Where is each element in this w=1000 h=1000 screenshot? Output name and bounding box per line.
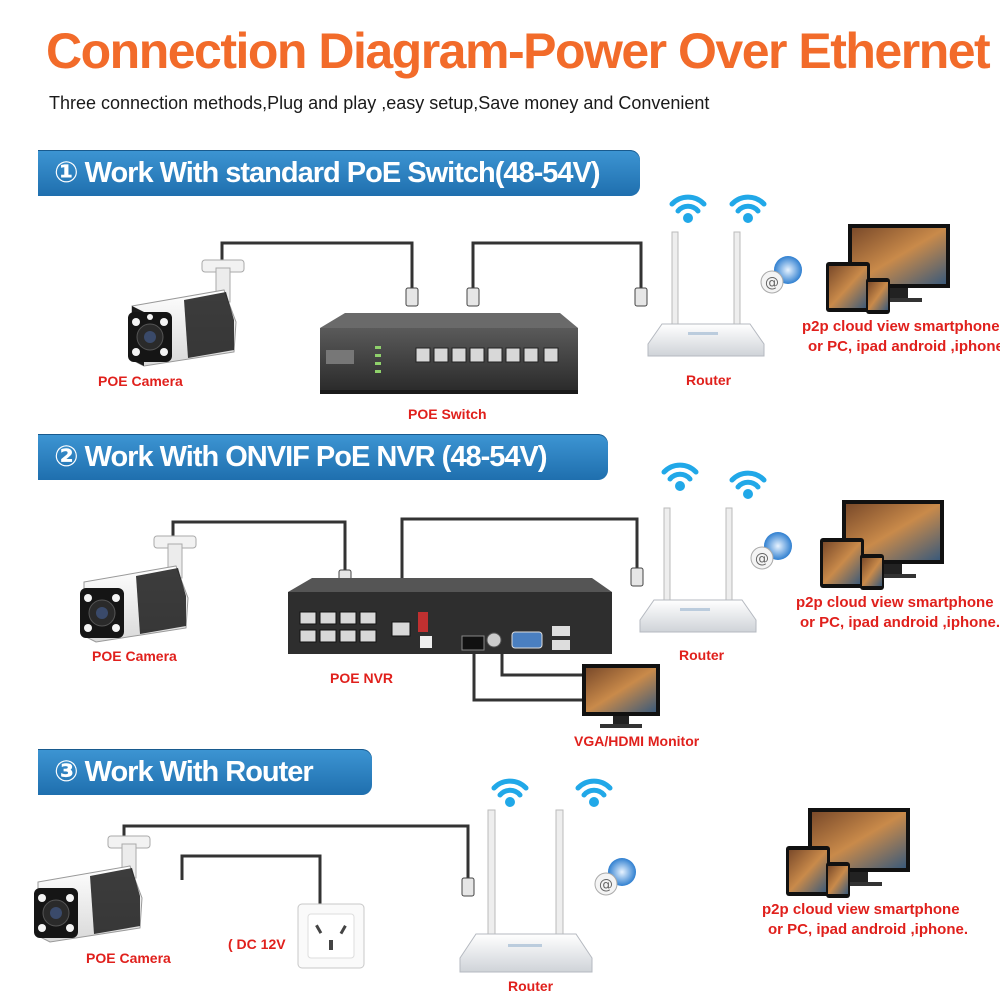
svg-text:@: @ (765, 275, 779, 291)
cloud-line-2: or PC, ipad android ,iphone. (796, 613, 1000, 633)
cloud-line-2: or PC, ipad android ,iphone. (762, 920, 968, 940)
router-icon (460, 810, 592, 972)
router-label: Router (686, 372, 731, 388)
cloud-view-text: p2p cloud view smartphone or PC, ipad an… (762, 900, 968, 940)
viewing-devices (786, 808, 910, 898)
camera-icon (80, 536, 196, 642)
switch-label: POE Switch (408, 406, 487, 422)
camera-label: POE Camera (92, 648, 177, 664)
camera-label: POE Camera (86, 950, 171, 966)
router-icon (640, 508, 756, 632)
viewing-devices (820, 500, 944, 590)
camera-label: POE Camera (98, 373, 183, 389)
power-label: ( DC 12V (228, 936, 286, 952)
viewing-devices (826, 224, 950, 314)
cloud-line-1: p2p cloud view smartphone (802, 317, 1000, 337)
svg-text:@: @ (599, 877, 613, 893)
router-icon (648, 232, 764, 356)
nvr-icon (288, 578, 612, 654)
cloud-line-1: p2p cloud view smartphone (796, 593, 1000, 613)
tablet-icon (786, 846, 830, 896)
cloud-line-2: or PC, ipad android ,iphone. (802, 337, 1000, 357)
cloud-view-text: p2p cloud view smartphone or PC, ipad an… (802, 317, 1000, 357)
router-label: Router (679, 647, 724, 663)
monitor-icon (582, 664, 660, 728)
power-outlet-icon (298, 904, 364, 968)
monitor-label: VGA/HDMI Monitor (574, 733, 699, 749)
router-label: Router (508, 978, 553, 994)
phone-icon (826, 862, 850, 898)
cloud-line-1: p2p cloud view smartphone (762, 900, 968, 920)
svg-text:@: @ (755, 551, 769, 567)
switch-icon (320, 313, 578, 394)
tablet-icon (826, 262, 870, 312)
phone-icon (860, 554, 884, 590)
tablet-icon (820, 538, 864, 588)
nvr-label: POE NVR (330, 670, 393, 686)
camera-icon (34, 836, 150, 942)
camera-icon (128, 260, 244, 366)
cloud-view-text: p2p cloud view smartphone or PC, ipad an… (796, 593, 1000, 633)
phone-icon (866, 278, 890, 314)
